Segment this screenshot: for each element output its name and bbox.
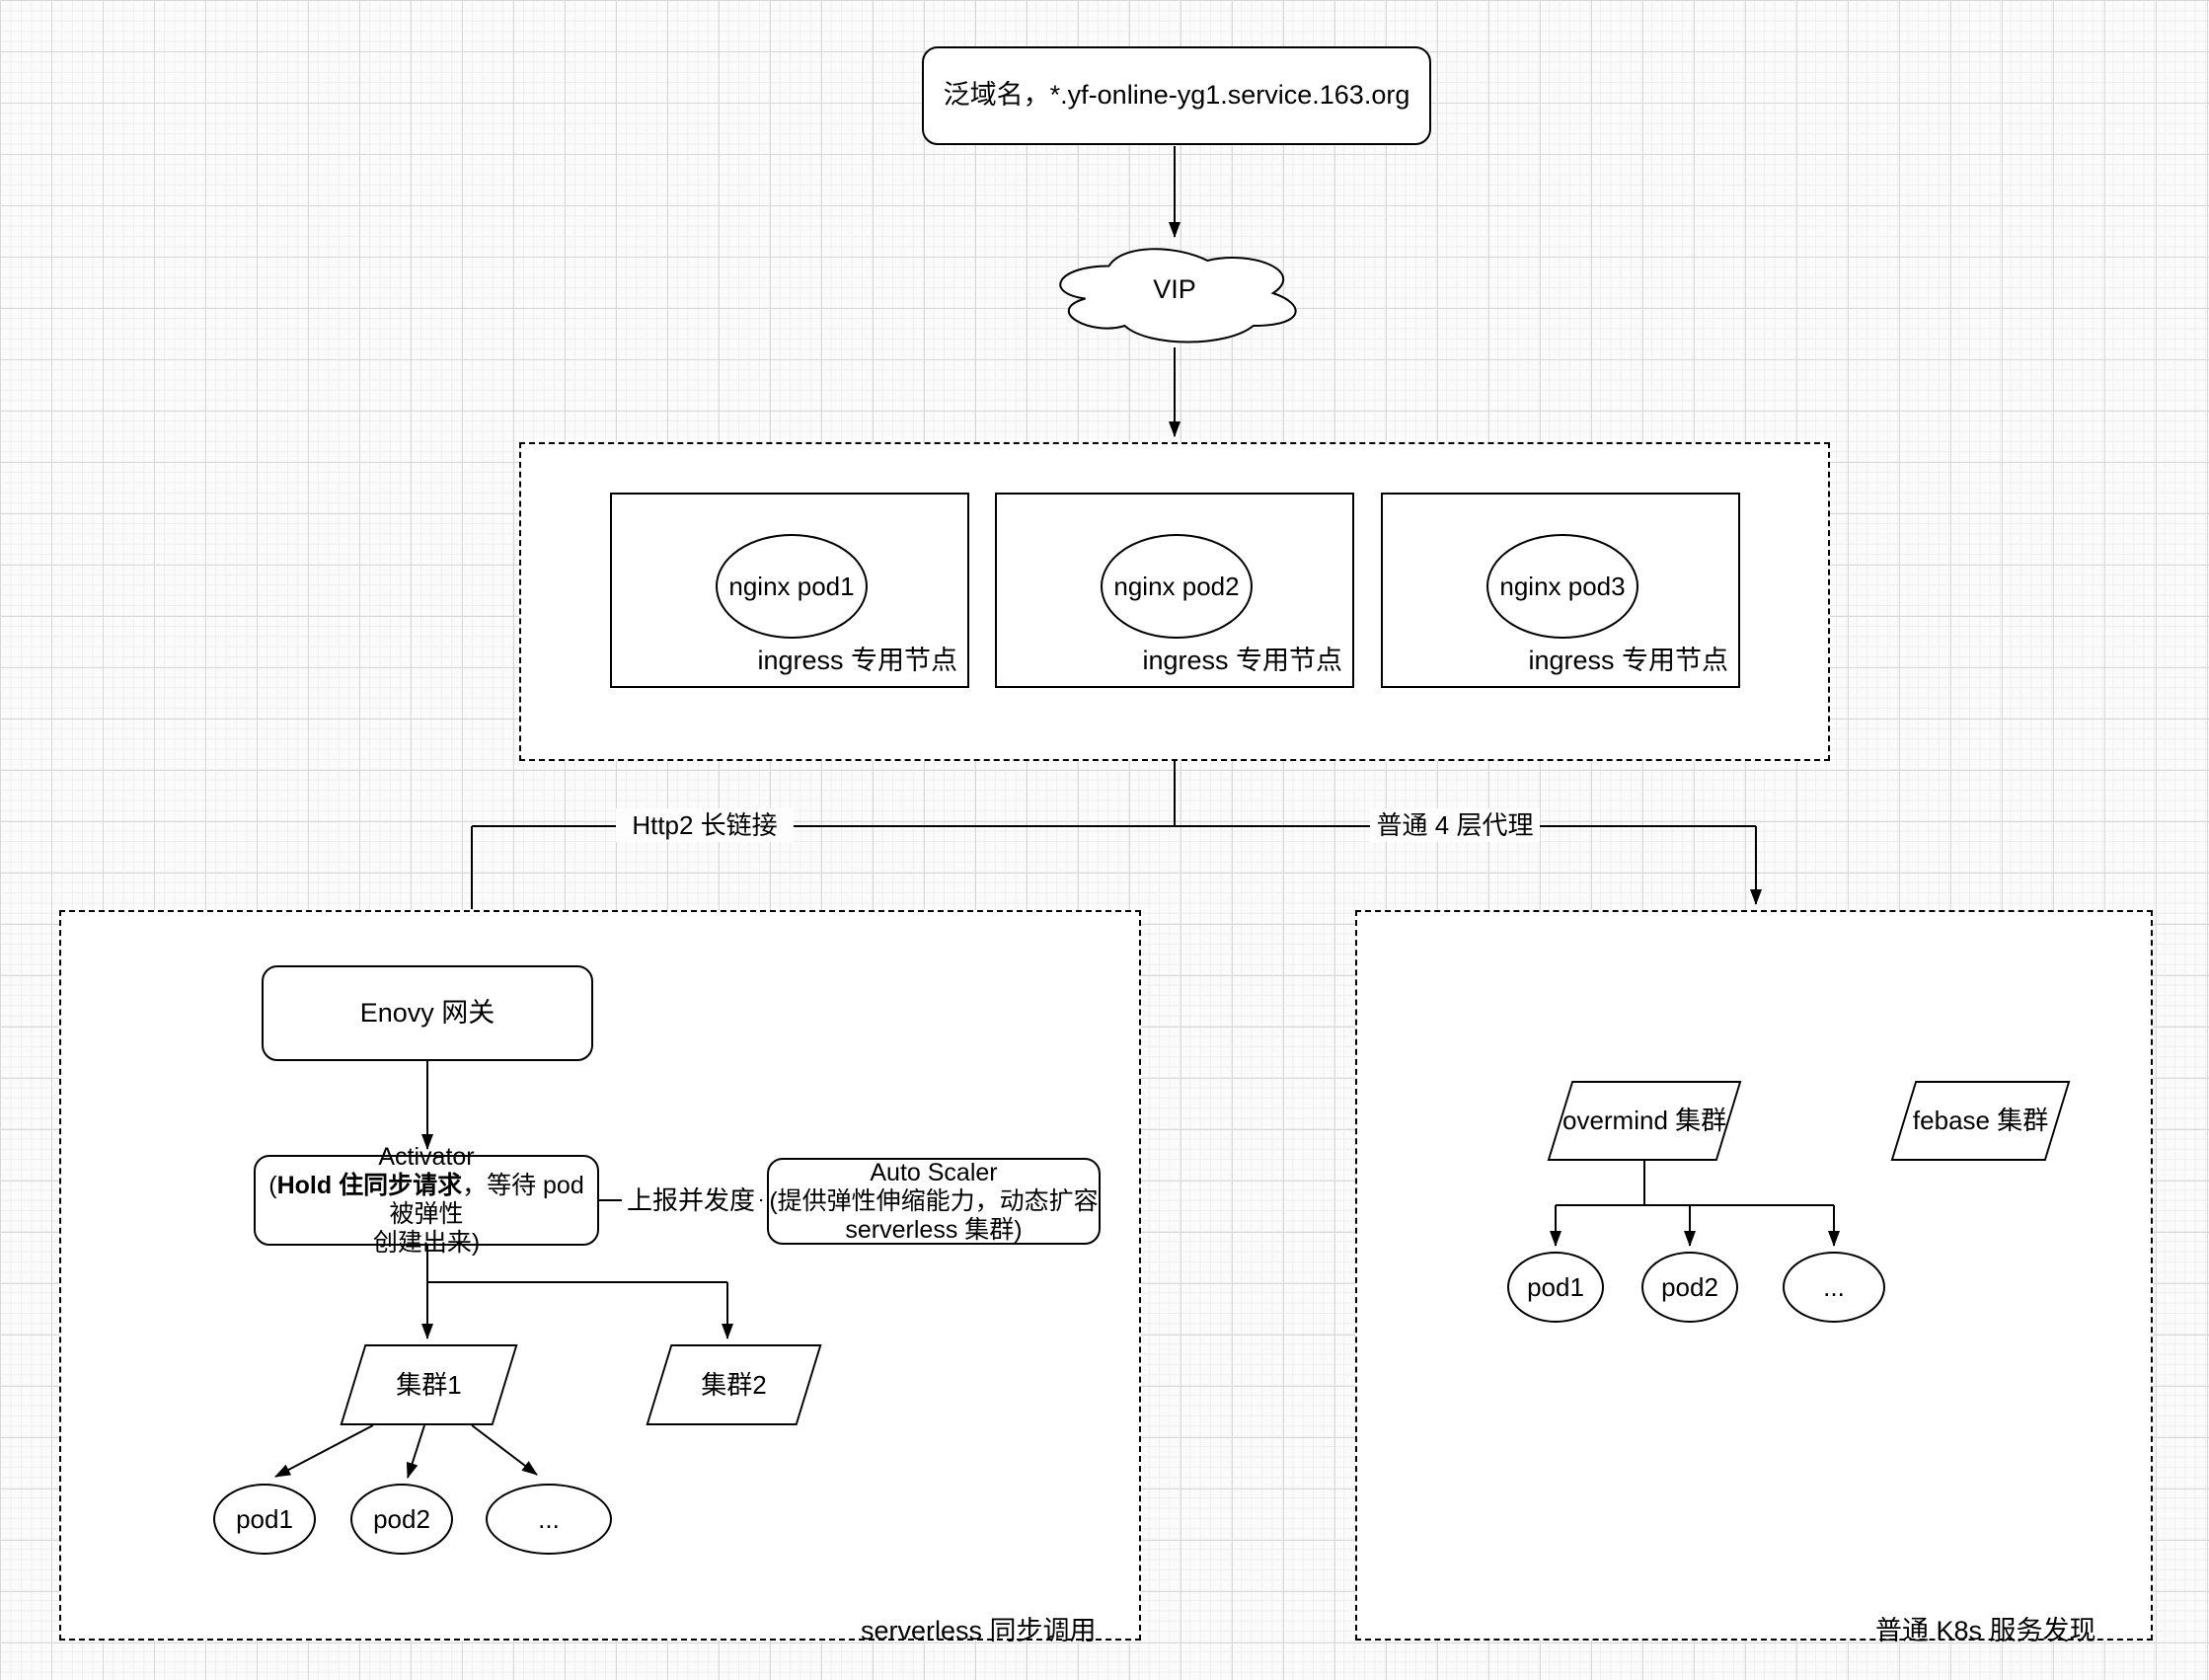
activator-line2-open: (	[268, 1172, 277, 1199]
serverless-pod1-ellipse: pod1	[213, 1484, 316, 1555]
ingress-node-3: nginx pod3 ingress 专用节点	[1381, 493, 1740, 688]
serverless-group-caption: serverless 同步调用	[861, 1616, 1097, 1645]
activator-line2-bold: Hold 住同步请求	[276, 1172, 463, 1199]
serverless-pod-more-ellipse: ...	[486, 1484, 612, 1555]
auto-scaler-line2: (提供弹性伸缩能力，动态扩容	[769, 1186, 1099, 1215]
nginx-pod3-ellipse: nginx pod3	[1486, 534, 1638, 639]
nginx-pod1-label: nginx pod1	[728, 571, 855, 601]
domain-box: 泛域名，*.yf-online-yg1.service.163.org	[922, 46, 1431, 145]
ingress-node1-caption: ingress 专用节点	[757, 646, 957, 676]
serverless-pod-more-label: ...	[538, 1503, 560, 1534]
activator-line1: Activator	[378, 1143, 475, 1171]
envoy-gateway-label: Enovy 网关	[359, 997, 495, 1028]
activator-line2: (Hold 住同步请求，等待 pod 被弹性	[256, 1172, 597, 1229]
ingress-node-2: nginx pod2 ingress 专用节点	[995, 493, 1354, 688]
nginx-pod1-ellipse: nginx pod1	[716, 534, 868, 639]
activator-line3: 创建出来)	[372, 1229, 481, 1257]
envoy-gateway-box: Enovy 网关	[262, 965, 593, 1061]
cluster1-parallelogram: 集群1	[340, 1344, 518, 1425]
cluster2-label: 集群2	[701, 1369, 767, 1400]
febase-parallelogram: febase 集群	[1890, 1081, 2071, 1161]
k8s-group	[1355, 910, 2153, 1641]
ingress-node2-caption: ingress 专用节点	[1142, 646, 1342, 676]
k8s-group-caption: 普通 K8s 服务发现	[1875, 1616, 2096, 1645]
auto-scaler-box: Auto Scaler (提供弹性伸缩能力，动态扩容 serverless 集群…	[767, 1158, 1101, 1245]
vip-label: VIP	[1153, 274, 1196, 304]
k8s-pod-more-ellipse: ...	[1783, 1252, 1885, 1323]
k8s-pod-more-label: ...	[1823, 1271, 1845, 1302]
domain-box-label: 泛域名，*.yf-online-yg1.service.163.org	[943, 80, 1410, 111]
k8s-pod2-ellipse: pod2	[1641, 1252, 1738, 1323]
febase-label: febase 集群	[1912, 1106, 2049, 1136]
serverless-pod2-ellipse: pod2	[350, 1484, 453, 1555]
overmind-label: overmind 集群	[1562, 1106, 1727, 1136]
cluster1-label: 集群1	[396, 1369, 462, 1400]
nginx-pod2-ellipse: nginx pod2	[1101, 534, 1253, 639]
auto-scaler-line1: Auto Scaler	[870, 1158, 998, 1186]
edge-label-report: 上报并发度	[622, 1184, 760, 1217]
activator-box: Activator (Hold 住同步请求，等待 pod 被弹性 创建出来)	[254, 1143, 599, 1257]
nginx-pod2-label: nginx pod2	[1113, 571, 1240, 601]
ingress-node-1: nginx pod1 ingress 专用节点	[610, 493, 969, 688]
k8s-pod1-label: pod1	[1527, 1271, 1584, 1302]
k8s-pod1-ellipse: pod1	[1507, 1252, 1604, 1323]
serverless-pod1-label: pod1	[236, 1503, 293, 1534]
edge-label-http2: Http2 长链接	[616, 808, 794, 842]
cluster2-parallelogram: 集群2	[646, 1344, 822, 1425]
auto-scaler-line3: serverless 集群)	[845, 1215, 1023, 1244]
overmind-parallelogram: overmind 集群	[1547, 1081, 1742, 1161]
edge-label-layer4: 普通 4 层代理	[1370, 808, 1540, 842]
k8s-pod2-label: pod2	[1661, 1271, 1718, 1302]
serverless-pod2-label: pod2	[373, 1503, 430, 1534]
ingress-node3-caption: ingress 专用节点	[1528, 646, 1728, 676]
nginx-pod3-label: nginx pod3	[1499, 571, 1626, 601]
activator-line2-rest: ，等待 pod 被弹性	[389, 1172, 584, 1228]
